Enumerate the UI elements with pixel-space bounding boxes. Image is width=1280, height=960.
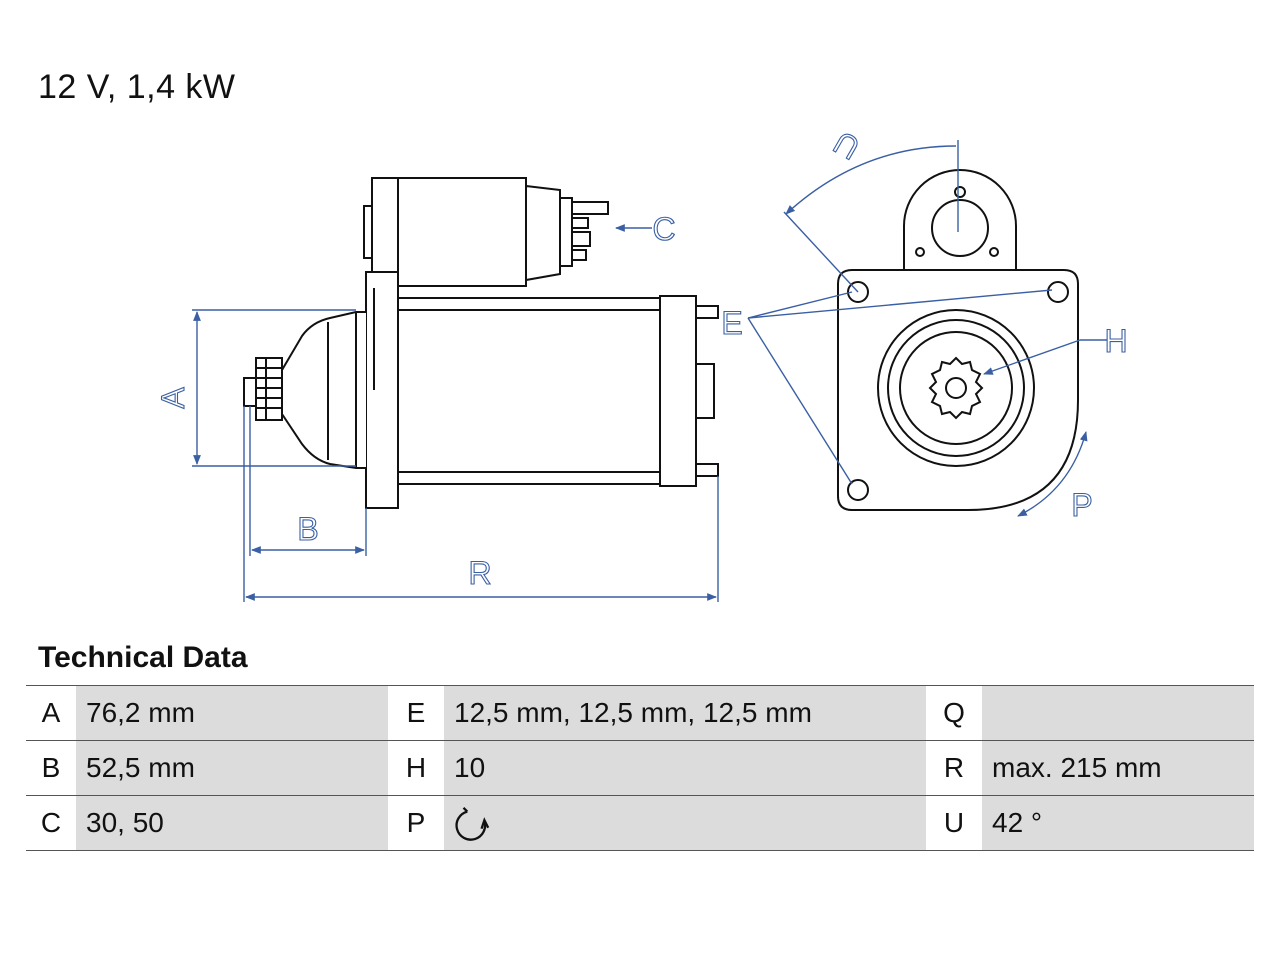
product-title: 12 V, 1,4 kW bbox=[38, 68, 236, 106]
dim-label-c: C bbox=[652, 211, 675, 247]
dim-label-a: A bbox=[155, 387, 191, 409]
dim-label-b: B bbox=[297, 511, 318, 547]
spec-key: E bbox=[388, 685, 444, 741]
dim-label-r: R bbox=[468, 555, 491, 591]
spec-key: H bbox=[388, 740, 444, 796]
dim-label-u: U bbox=[827, 124, 865, 167]
spec-key: A bbox=[26, 685, 76, 741]
spec-value-rotation bbox=[444, 795, 926, 851]
table-row: C 30, 50 P U 42 ° bbox=[26, 795, 1254, 851]
spec-key: C bbox=[26, 795, 76, 851]
spec-key: B bbox=[26, 740, 76, 796]
side-dimensions bbox=[192, 224, 719, 602]
spec-value: 12,5 mm, 12,5 mm, 12,5 mm bbox=[444, 685, 926, 741]
spec-value: 52,5 mm bbox=[76, 740, 388, 796]
table-row: B 52,5 mm H 10 R max. 215 mm bbox=[26, 740, 1254, 796]
spec-key: R bbox=[926, 740, 982, 796]
dim-label-p: P bbox=[1071, 487, 1092, 523]
spec-value: 10 bbox=[444, 740, 926, 796]
spec-key: U bbox=[926, 795, 982, 851]
dim-label-e: E bbox=[721, 305, 742, 341]
spec-value bbox=[982, 685, 1254, 741]
spec-value: 76,2 mm bbox=[76, 685, 388, 741]
spec-value: 30, 50 bbox=[76, 795, 388, 851]
starter-motor-drawing: A B C E H P R U bbox=[154, 124, 1128, 602]
spec-key: Q bbox=[926, 685, 982, 741]
end-dimensions bbox=[747, 140, 1108, 517]
dim-label-h: H bbox=[1104, 323, 1127, 359]
technical-data-table: A 76,2 mm E 12,5 mm, 12,5 mm, 12,5 mm Q … bbox=[26, 685, 1254, 851]
spec-key: P bbox=[388, 795, 444, 851]
spec-value: max. 215 mm bbox=[982, 740, 1254, 796]
technical-data-heading: Technical Data bbox=[38, 641, 248, 674]
clockwise-rotation-icon bbox=[455, 806, 490, 841]
table-row: A 76,2 mm E 12,5 mm, 12,5 mm, 12,5 mm Q bbox=[26, 685, 1254, 741]
side-view bbox=[243, 177, 719, 509]
spec-value: 42 ° bbox=[982, 795, 1254, 851]
